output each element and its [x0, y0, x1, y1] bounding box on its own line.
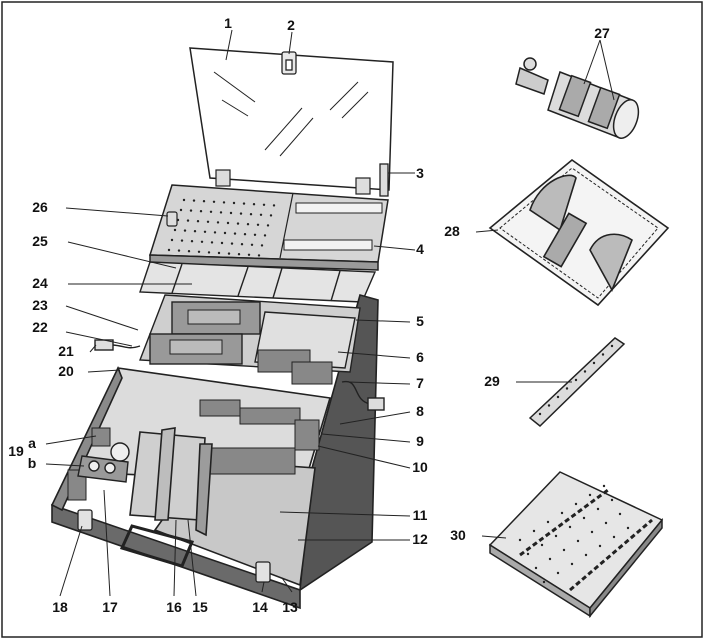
lid-hinges	[215, 169, 371, 195]
callout-9: 9	[416, 433, 424, 449]
instrument-rail-spare	[528, 337, 626, 427]
callout-16: 16	[166, 599, 182, 615]
callout-26: 26	[32, 199, 48, 215]
oxygen-bottle	[515, 57, 640, 139]
transparent-lid	[189, 47, 394, 191]
callout-23: 23	[32, 297, 48, 313]
callout-11: 11	[413, 507, 428, 523]
callout-22: 22	[32, 319, 48, 335]
callout-20: 20	[58, 363, 74, 379]
upper-tray	[148, 184, 389, 271]
callout-1: 1	[224, 15, 232, 31]
callout-18: 18	[52, 599, 68, 615]
callout-28: 28	[444, 223, 460, 239]
carry-handle	[119, 524, 195, 568]
leader-lines	[45, 29, 615, 597]
callout-13: 13	[282, 599, 298, 615]
left-connector	[94, 339, 141, 351]
connector-cable	[341, 380, 385, 411]
callout-b: b	[28, 455, 37, 471]
callout-a: a	[28, 435, 36, 451]
callout-8: 8	[416, 403, 424, 419]
callout-2: 2	[287, 17, 295, 33]
spare-tray	[488, 471, 664, 619]
callout-7: 7	[416, 375, 424, 391]
callout-25: 25	[32, 233, 48, 249]
socket-holder	[77, 442, 130, 483]
callout-29: 29	[484, 373, 500, 389]
callout-10: 10	[412, 459, 428, 475]
callout-15: 15	[192, 599, 208, 615]
callout-19: 19	[8, 443, 24, 459]
callout-17: 17	[102, 599, 118, 615]
callout-27: 27	[594, 25, 610, 41]
callout-30: 30	[450, 527, 466, 543]
callout-21: 21	[58, 343, 74, 359]
callout-12: 12	[412, 531, 428, 547]
callout-24: 24	[32, 275, 48, 291]
side-clip	[166, 211, 178, 227]
instrument-rails	[67, 349, 333, 501]
lid-latch	[281, 51, 297, 75]
case-latches	[77, 509, 271, 583]
callout-14: 14	[252, 599, 268, 615]
hinge-clip	[379, 163, 389, 197]
middle-compartments	[139, 294, 361, 373]
removable-insert	[129, 427, 213, 537]
callout-4: 4	[416, 241, 424, 257]
laryngoscope-bag	[488, 158, 670, 307]
callout-5: 5	[416, 313, 424, 329]
callout-3: 3	[416, 165, 424, 181]
callout-6: 6	[416, 349, 424, 365]
